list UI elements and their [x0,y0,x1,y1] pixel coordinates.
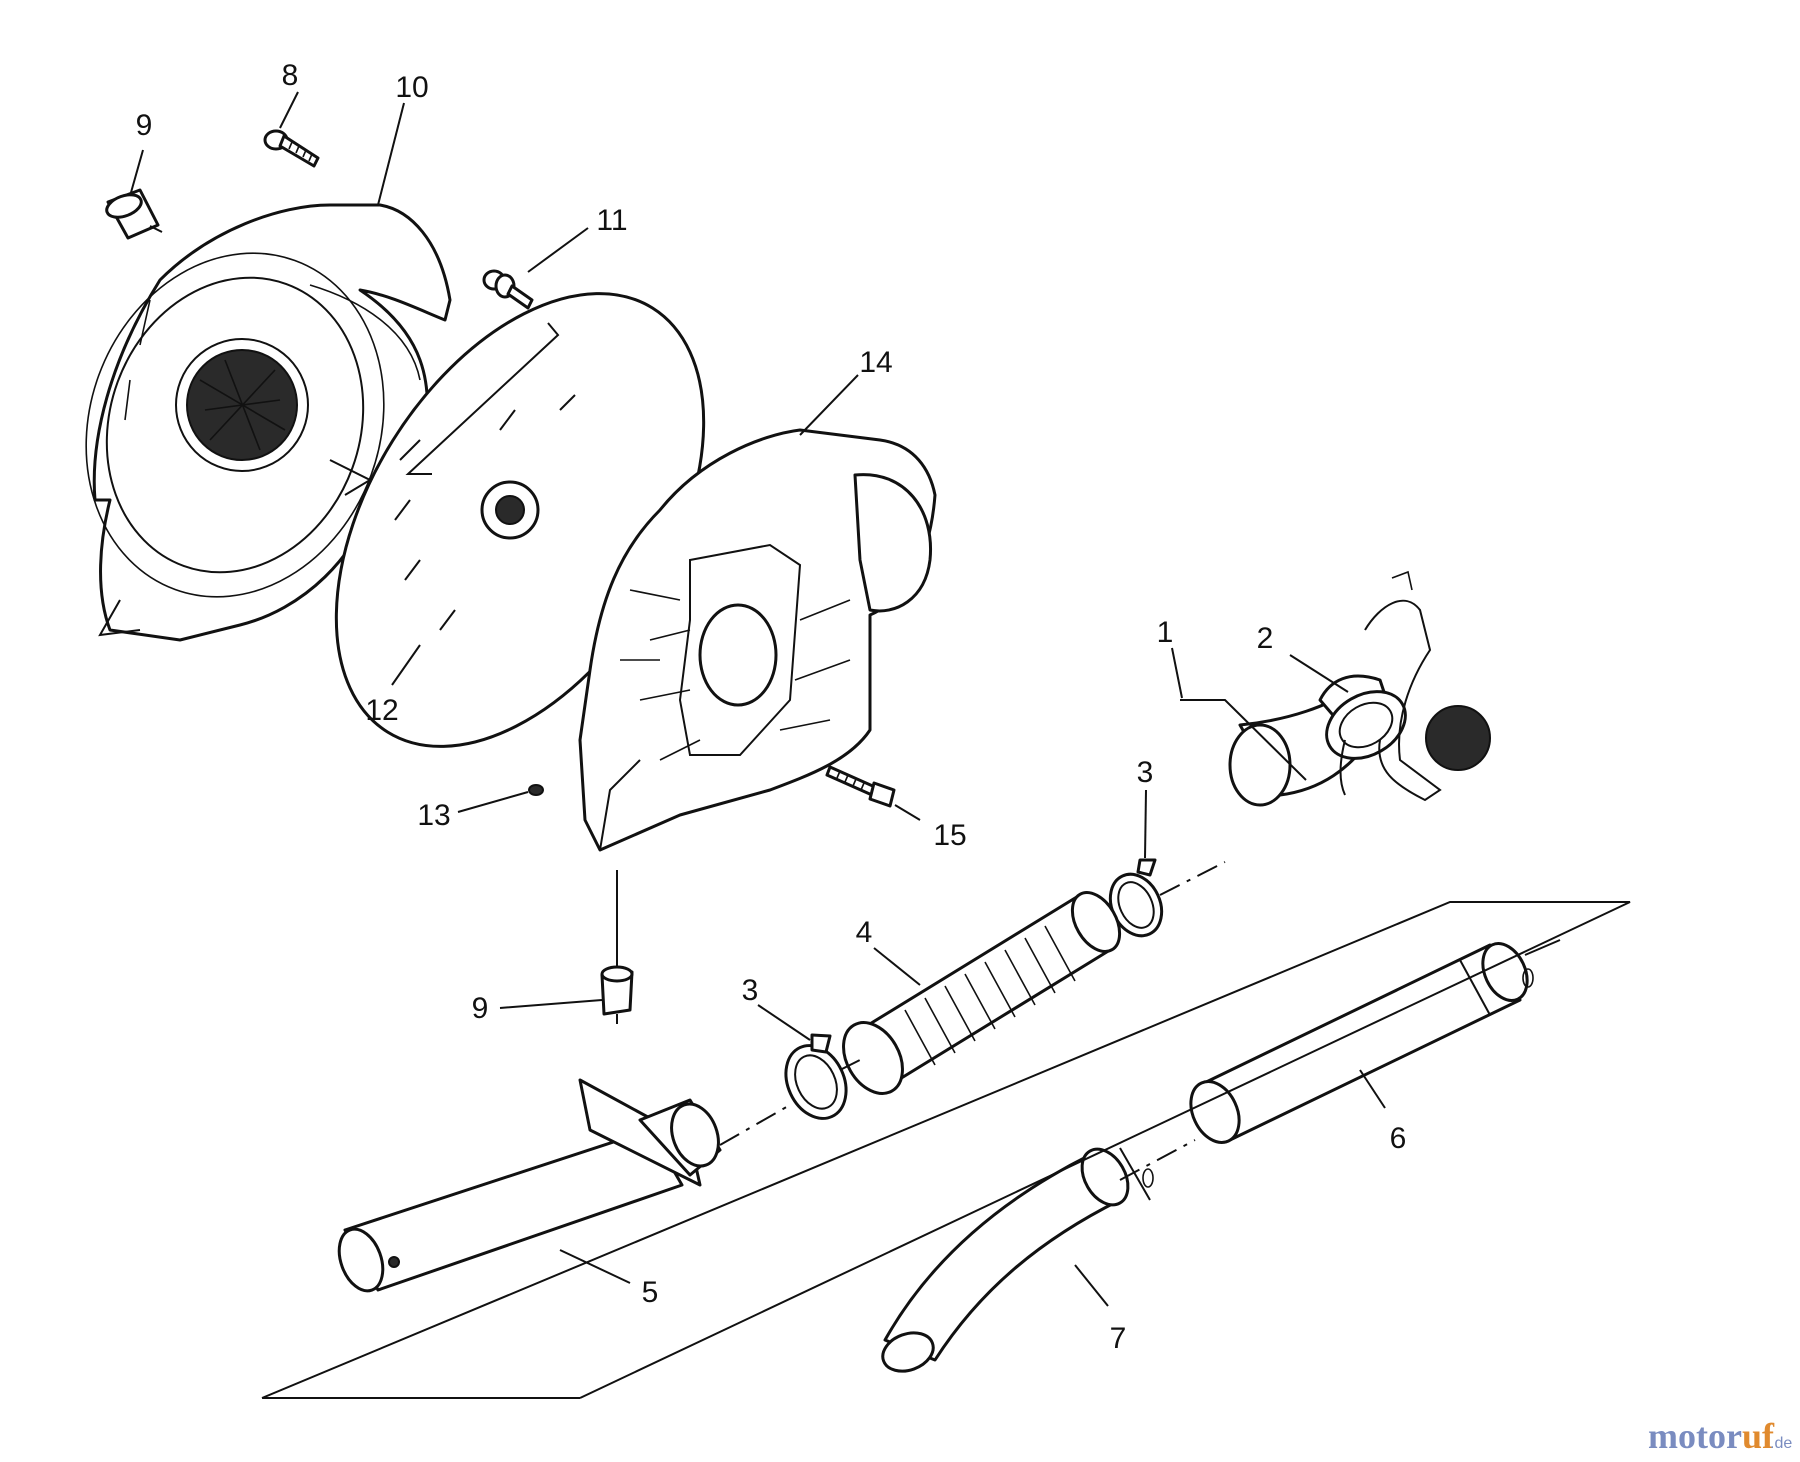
blow-pipe-5 [337,1078,722,1293]
screw-11 [482,269,534,310]
centerline-pipe-clamp [719,1104,791,1146]
leader-9b [499,870,618,1009]
watermark-brand-a: motor [1648,1416,1742,1456]
leader-11 [527,227,589,273]
watermark-brand-b: uf [1742,1416,1775,1456]
curved-nozzle [881,1147,1154,1373]
assembly-bracket-5-7 [261,901,1631,1399]
centerline-clamp-hose [839,1059,861,1071]
leader-7 [1074,1264,1109,1307]
leader-8 [279,91,299,129]
hose-clamp-upper [1108,858,1164,938]
callout-7: 7 [1110,1322,1127,1355]
blow-pipe-6 [1189,942,1534,1144]
callout-12: 12 [365,694,398,727]
engine-side-fragment [1364,570,1491,802]
leader-13 [457,791,529,813]
leader-2 [1289,654,1349,693]
callout-11: 11 [596,204,627,237]
rubber-mount-bottom [600,965,634,1024]
callout-1: 1 [1157,616,1174,649]
centerline-hose-elbow [1159,861,1226,896]
watermark-logo: motoruf .de [1648,1416,1792,1456]
leader-1 [1171,647,1183,699]
callout-4: 4 [856,916,873,949]
assembly-bracket-11-12 [405,322,560,475]
elbow-assembly [1228,674,1407,807]
callout-13: 13 [417,799,450,832]
callout-9-top: 9 [136,109,153,142]
leader-6 [1359,1069,1386,1109]
assembly-bracket-1-2 [1180,699,1307,781]
callout-3-lower: 3 [742,974,759,1007]
pin-13 [528,784,544,796]
leader-14 [799,374,859,436]
callout-3-upper: 3 [1137,756,1154,789]
callout-5: 5 [642,1276,659,1309]
callout-9-bottom: 9 [472,992,489,1025]
screw-8 [263,129,320,168]
leader-3b [757,1004,811,1041]
blower-housing-front [578,428,937,852]
callout-10: 10 [395,71,428,104]
bolt-15 [825,765,896,808]
rubber-mount-top [105,188,163,240]
callout-14: 14 [859,346,892,379]
watermark-tld: .de [1770,1435,1792,1452]
callout-8: 8 [282,59,299,92]
blower-housing-rear [85,203,452,642]
leader-10 [377,102,405,206]
svg-text:motoruf: motoruf [1648,1416,1775,1456]
centerline-nozzle-pipe [1119,1139,1196,1181]
hose-clamp-lower [784,1033,848,1120]
assembly-line-6 [1524,939,1561,956]
leader-3a [1144,789,1147,859]
leader-9a [129,149,144,197]
flex-hose [842,891,1122,1095]
callout-2: 2 [1257,622,1274,655]
leader-15 [894,804,921,821]
leader-4 [873,947,921,986]
leader-5 [559,1249,631,1284]
leader-12 [391,644,421,686]
callout-15: 15 [933,819,966,852]
callout-6: 6 [1390,1122,1407,1155]
